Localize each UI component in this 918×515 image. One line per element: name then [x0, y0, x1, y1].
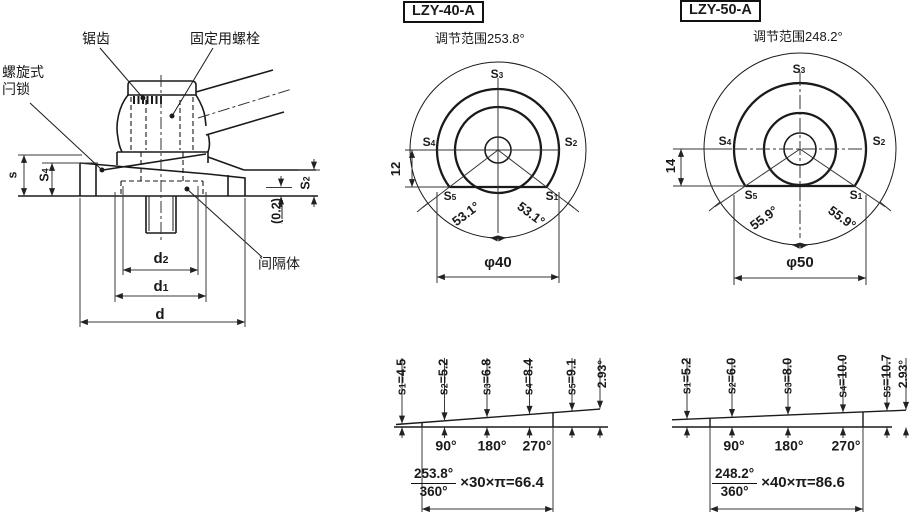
arc-length-formula-40: 253.8°360° ×30×π=66.4 — [411, 466, 544, 500]
dim-label-s: s — [5, 171, 20, 179]
point-label-s4-40: S4 — [422, 134, 436, 149]
callout-fixing-bolt: 固定用螺栓 — [190, 30, 260, 47]
point-label-s5-40: S5 — [443, 188, 457, 203]
thickness-label-s2-50: s2=6.0 — [724, 357, 739, 395]
tick-180-50: 180° — [774, 437, 804, 454]
callout-saw-teeth: 锯齿 — [82, 30, 110, 47]
callout-spiral-latch: 螺旋式 闩锁 — [2, 64, 44, 97]
point-label-s3-50: S3 — [792, 61, 806, 76]
tick-90-40: 90° — [435, 437, 457, 454]
tick-270-40: 270° — [522, 437, 552, 454]
dim-label-s2: S2 — [298, 176, 313, 190]
arc-length-formula-50: 248.2°360° ×40×π=86.6 — [712, 466, 845, 500]
thickness-label-s2-40: s2=5.2 — [436, 358, 451, 396]
circular-view-lzy40 — [405, 61, 587, 283]
point-label-s1-50: S1 — [849, 187, 863, 202]
range-label-lzy40: 调节范围253.8° — [435, 31, 525, 46]
dim-label-s4: S4 — [37, 168, 52, 182]
wedge-profile-lzy50 — [671, 358, 910, 513]
model-title-lzy40: LZY-40-A — [403, 1, 484, 23]
point-label-s4-50: S4 — [718, 133, 732, 148]
thickness-label-s4-50: s4=10.0 — [835, 354, 850, 398]
dim-label-d2: d2 — [153, 250, 169, 267]
point-label-s1-40: S1 — [545, 188, 559, 203]
range-label-lzy50: 调节范围248.2° — [753, 29, 843, 44]
tick-90-50: 90° — [723, 437, 745, 454]
slope-angle-label-50: 2.93° — [895, 359, 910, 389]
thickness-label-s4-40: s4=8.4 — [521, 358, 536, 396]
thickness-label-s1-40: s1=4.5 — [394, 358, 409, 396]
diameter-label-50: φ50 — [786, 254, 814, 271]
wedge-profile-lzy40 — [394, 358, 608, 513]
model-title-lzy50: LZY-50-A — [680, 0, 761, 22]
thickness-label-s3-40: s3=6.8 — [479, 358, 494, 396]
point-label-s3-40: S3 — [490, 66, 504, 81]
dim-label-gap-02: (0.2) — [269, 198, 284, 224]
dim-label-d: d — [155, 306, 165, 323]
offset-dim-label-40: 12 — [388, 161, 404, 177]
thickness-label-s1-50: s1=5.2 — [679, 357, 694, 395]
slope-angle-label-40: 2.93° — [594, 359, 609, 389]
diameter-label-40: φ40 — [484, 254, 512, 271]
point-label-s5-50: S5 — [744, 187, 758, 202]
point-label-s2-50: S2 — [872, 133, 886, 148]
thickness-label-s3-50: s3=8.0 — [780, 357, 795, 395]
offset-dim-label-50: 14 — [663, 158, 679, 174]
point-label-s2-40: S2 — [564, 134, 578, 149]
circular-view-lzy50 — [673, 52, 897, 285]
tick-270-50: 270° — [831, 437, 861, 454]
callout-spacer: 间隔体 — [258, 255, 300, 272]
left-section-view-drawing — [18, 47, 320, 327]
tick-180-40: 180° — [477, 437, 507, 454]
dim-label-d1: d1 — [153, 278, 169, 295]
thickness-label-s5-40: s5=9.1 — [564, 358, 579, 396]
thickness-label-s5-50: s5=10.7 — [879, 354, 894, 398]
